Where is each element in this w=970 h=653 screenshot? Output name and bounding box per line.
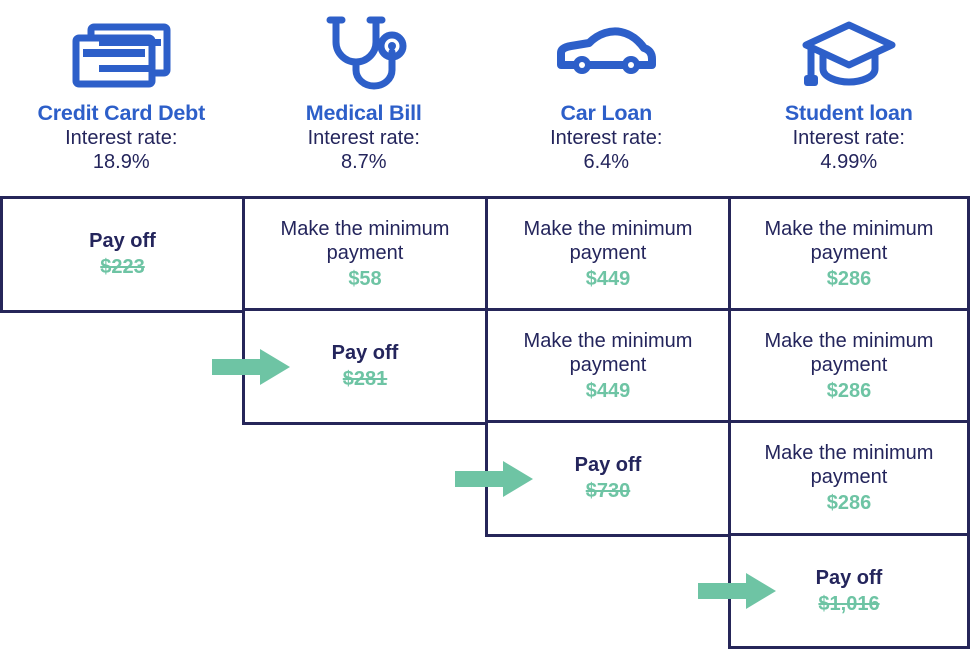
plan-cell: Pay off $223: [0, 196, 245, 313]
graduation-cap-icon: [799, 8, 899, 100]
interest-rate-value: 18.9%: [92, 151, 150, 174]
minimum-payment-label: Make the minimum payment: [764, 218, 934, 264]
interest-rate-value: 6.4%: [583, 151, 630, 174]
plan-cell: Make the minimum payment $449: [485, 308, 731, 425]
minimum-payment-label: Make the minimum payment: [764, 442, 934, 488]
debt-header-car-loan: Car Loan Interest rate: 6.4%: [485, 0, 728, 196]
pay-off-label: Pay off: [815, 566, 883, 589]
payment-amount: $286: [826, 380, 872, 402]
debt-header-credit-card-debt: Credit Card Debt Interest rate: 18.9%: [0, 0, 243, 196]
interest-rate-label: Interest rate:: [792, 126, 905, 149]
debt-name: Medical Bill: [305, 101, 422, 125]
payment-amount: $286: [826, 492, 872, 514]
payment-amount: $223: [100, 256, 145, 278]
debt-name: Credit Card Debt: [37, 101, 206, 125]
minimum-payment-label: Make the minimum payment: [523, 330, 693, 376]
interest-rate-label: Interest rate:: [65, 126, 178, 149]
payment-amount: $281: [342, 368, 388, 390]
debt-header-student-loan: Student loan Interest rate: 4.99%: [728, 0, 970, 196]
stethoscope-icon: [314, 8, 414, 100]
minimum-payment-label: Make the minimum payment: [764, 330, 934, 376]
plan-cell: Make the minimum payment $286: [728, 196, 970, 313]
debt-header-medical-bill: Medical Bill Interest rate: 8.7%: [243, 0, 486, 196]
payment-amount: $286: [826, 268, 872, 290]
pay-off-label: Pay off: [89, 230, 156, 252]
plan-cell: Make the minimum payment $58: [242, 196, 488, 313]
plan-cell: Pay off $730: [485, 420, 731, 537]
credit-cards-icon: [69, 8, 174, 100]
debt-header-row: Credit Card Debt Interest rate: 18.9% Me…: [0, 0, 970, 196]
interest-rate-value: 8.7%: [340, 151, 387, 174]
plan-cell: Make the minimum payment $286: [728, 308, 970, 425]
interest-rate-label: Interest rate:: [307, 126, 420, 149]
pay-off-label: Pay off: [574, 454, 642, 476]
plan-cell: Make the minimum payment $286: [728, 420, 970, 537]
payment-amount: $1,016: [818, 592, 880, 615]
interest-rate-label: Interest rate:: [550, 126, 663, 149]
minimum-payment-label: Make the minimum payment: [280, 218, 450, 264]
debt-name: Car Loan: [560, 101, 653, 125]
payment-amount: $449: [585, 380, 631, 402]
car-icon: [551, 8, 661, 100]
payment-amount: $730: [585, 480, 631, 502]
interest-rate-value: 4.99%: [820, 151, 878, 174]
debt-name: Student loan: [784, 101, 913, 125]
payment-amount: $58: [348, 268, 382, 290]
plan-cell: Pay off $1,016: [728, 533, 970, 649]
plan-cell: Pay off $281: [242, 308, 488, 425]
pay-off-label: Pay off: [331, 342, 399, 364]
payment-amount: $449: [585, 268, 631, 290]
minimum-payment-label: Make the minimum payment: [523, 218, 693, 264]
plan-cell: Make the minimum payment $449: [485, 196, 731, 313]
